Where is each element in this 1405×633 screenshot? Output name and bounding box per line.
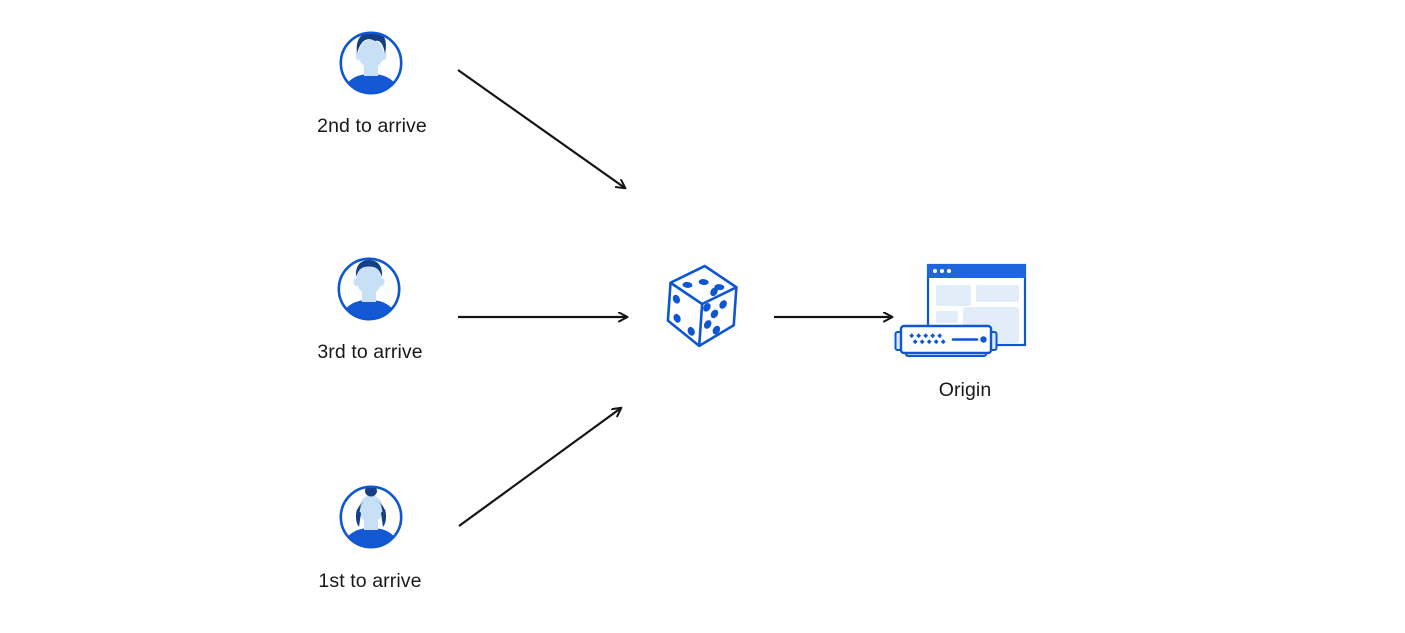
arrow-client2-to-dice (457, 69, 625, 188)
arrow-client1-to-dice (458, 408, 621, 527)
client-label-1st: 1st to arrive (318, 570, 422, 592)
origin-server-browser-icon (894, 263, 1027, 357)
man-short-hair-avatar (337, 257, 401, 321)
man-swept-hair-avatar (339, 31, 403, 95)
client-label-2nd: 2nd to arrive (317, 115, 427, 137)
woman-bun-hair-avatar (339, 485, 403, 549)
client-label-3rd: 3rd to arrive (317, 341, 423, 363)
origin-label: Origin (938, 379, 992, 401)
dice-icon (666, 264, 738, 348)
server-icon (894, 324, 998, 357)
